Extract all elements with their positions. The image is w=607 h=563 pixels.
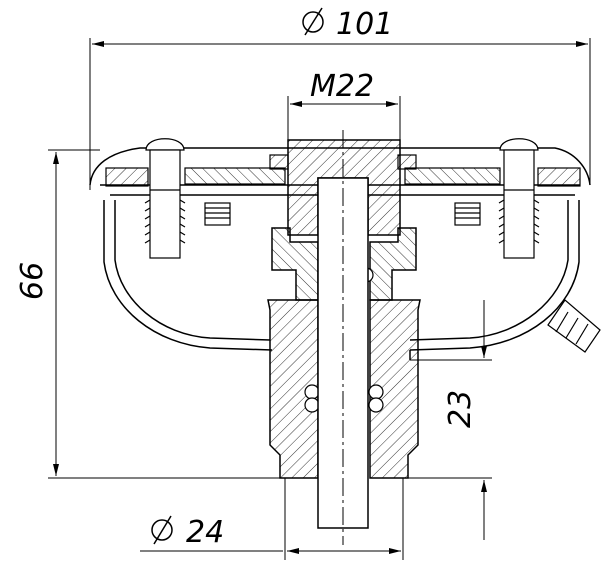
dimension-bottom-offset (404, 300, 492, 540)
diameter-symbol-top (302, 7, 324, 36)
bottom-offset-label: 23 (443, 390, 478, 428)
screw-right (498, 138, 540, 259)
height-label: 66 (15, 262, 50, 300)
central-shaft (317, 130, 369, 545)
dimension-outer-diameter (89, 38, 591, 190)
diameter-symbol-bottom (151, 515, 173, 545)
cap-flange (105, 154, 581, 187)
spring-right (454, 202, 481, 226)
side-nipple (547, 299, 601, 353)
thread-label: M22 (310, 69, 374, 104)
spring-left (204, 202, 231, 226)
dimension-height (48, 149, 290, 479)
shank-diameter-label: 24 (186, 515, 224, 550)
dimension-shank-diameter (140, 478, 404, 560)
screw-left (144, 138, 186, 259)
lower-housing (267, 227, 421, 479)
outer-diameter-label: 101 (336, 7, 393, 42)
